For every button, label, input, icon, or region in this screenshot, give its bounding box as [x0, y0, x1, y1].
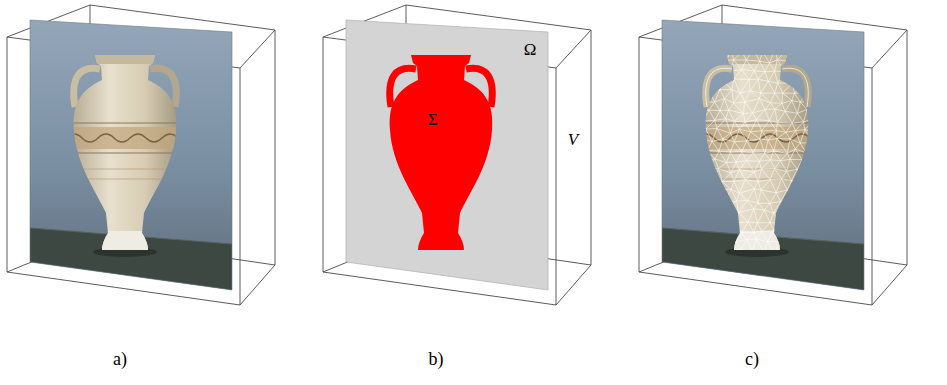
photo-panel [7, 5, 275, 305]
box-edge [556, 30, 591, 68]
photo-panel [639, 5, 907, 305]
image-domain: ΣΩ [346, 20, 548, 290]
panel-caption: b) [429, 349, 444, 371]
box-edge [591, 30, 592, 265]
region-label: V [568, 130, 578, 150]
object-silhouette-outline [376, 55, 506, 250]
panel-caption: a) [113, 349, 127, 371]
vase-mesh [684, 49, 826, 253]
panel-caption: c) [745, 349, 759, 371]
caption-slot: b) [436, 360, 451, 382]
image-domain [346, 20, 548, 290]
region-label: Σ [428, 110, 438, 130]
triangle-mesh [684, 49, 826, 253]
region-label: Ω [524, 40, 537, 60]
mesh-panel [639, 5, 907, 305]
handle-mesh [706, 68, 809, 107]
box-edge [323, 37, 324, 272]
box-edge [556, 265, 591, 305]
caption-slot: c) [752, 360, 766, 382]
volume-box: ΣΩV [316, 0, 596, 310]
caption-slot: a) [120, 360, 134, 382]
silhouette-body [390, 55, 493, 250]
box-edge [556, 68, 557, 305]
object-silhouette: Σ [376, 55, 506, 250]
